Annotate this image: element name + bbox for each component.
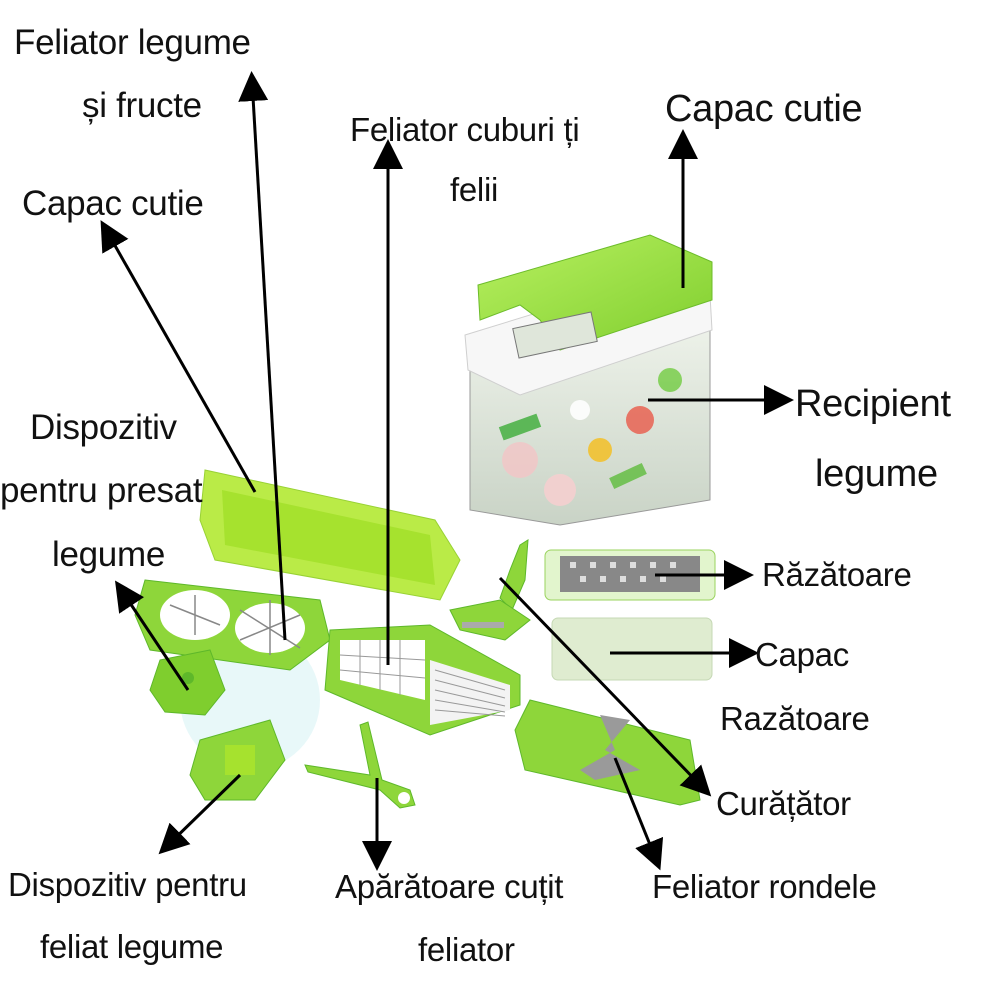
round-slicer-image [514,699,701,806]
label-grater-lid-line1: Capac [755,636,849,673]
arrow-peeler [498,576,712,797]
vegetables [498,368,682,506]
arrow-round-slicer [613,757,664,871]
label-blade-guard-line1: Apărătoare cuțit [335,868,564,905]
chopper-container-image [464,234,713,526]
arrow-slicer-veg-fruit [238,71,287,641]
arrow-press-device [115,580,190,691]
pusher-lid-image [199,469,461,601]
label-lid-right: Capac cutie [665,88,863,130]
label-press-device-line3: legume [52,535,165,574]
label-slicer-cubes-line1: Feliator cuburi ți [350,111,580,148]
label-slicer-veg-fruit-line2: și fructe [82,86,202,125]
label-blade-guard-line2: feliator [418,931,515,968]
label-lid-left: Capac cutie [22,184,204,223]
label-peeler: Curățător [716,785,851,822]
arrow-lid-left [100,220,257,493]
label-container-line2: legume [815,453,938,495]
label-grater: Răzătoare [762,556,912,593]
peeler-image [449,539,531,641]
label-slice-holder-line2: feliat legume [40,928,224,965]
blade-guard-image [304,721,416,809]
label-slice-holder-line1: Dispozitiv pentru [8,866,247,903]
label-slicer-cubes-line2: felii [450,171,499,208]
label-container-line1: Recipient [795,383,951,425]
slice-holder-image [189,719,286,801]
fruit-slicer-image [134,579,331,671]
label-press-device-line2: pentru presat [0,471,203,510]
label-grater-lid-line2: Razătoare [720,700,870,737]
label-round-slicer: Feliator rondele [652,868,877,905]
press-device-image [149,649,226,716]
grater-lid-image [551,617,713,681]
dicing-slicer-image [324,624,521,736]
label-slicer-veg-fruit-line1: Feliator legume [14,23,251,62]
arrow-slice-holder [158,773,242,855]
label-press-device-line1: Dispozitiv [30,408,177,447]
